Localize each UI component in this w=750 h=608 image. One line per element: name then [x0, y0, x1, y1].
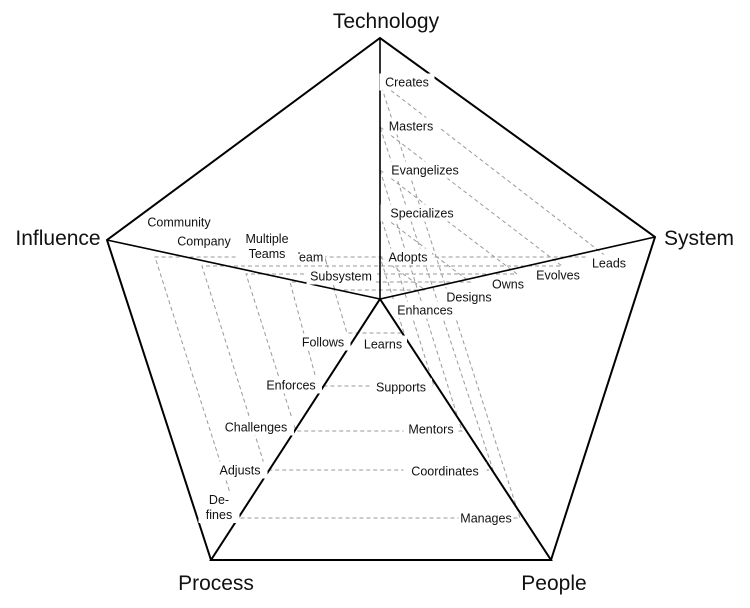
system-level-3-text: Owns	[492, 278, 524, 292]
process-level-5-text: De-fines	[206, 493, 232, 522]
influence-level-5-halo	[144, 213, 214, 231]
people-level-4-text: Coordinates	[411, 465, 478, 479]
process-level-3-label: Challenges	[218, 418, 294, 436]
system-level-3-halo	[491, 275, 525, 293]
system-level-2-text: Designs	[446, 291, 491, 305]
technology-level-2-halo	[380, 204, 464, 222]
technology-level-3-text: Evangelizes	[391, 164, 458, 178]
technology-level-4-label: Masters	[383, 117, 439, 135]
people-level-1-text: Learns	[364, 338, 402, 352]
system-level-4-label: Evolves	[530, 266, 586, 284]
technology-level-1-text: Adopts	[389, 251, 428, 265]
process-level-2-label: Enforces	[260, 376, 322, 394]
influence-level-4-label: Company	[176, 232, 232, 250]
system-level-3-label: Owns	[491, 275, 525, 293]
technology-level-5-halo	[379, 73, 435, 91]
technology-level-1-halo	[384, 248, 432, 266]
system-level-2-label: Designs	[441, 288, 497, 306]
people-level-3-label: Mentors	[403, 420, 459, 438]
people-level-5-label: Manages	[458, 509, 514, 527]
people-level-3-text: Mentors	[408, 423, 453, 437]
process-level-2-text: Enforces	[266, 379, 315, 393]
influence-level-5-text: Community	[147, 216, 211, 230]
technology-level-3-label: Evangelizes	[383, 161, 467, 179]
influence-level-4-halo	[176, 232, 232, 250]
people-level-5-text: Manages	[460, 512, 511, 526]
technology-level-2-label: Specializes	[380, 204, 464, 222]
process-level-5-label: De-fines	[198, 491, 240, 523]
influence-level-1-text: Subsystem	[310, 270, 372, 284]
level-ring-4	[201, 125, 564, 471]
people-level-2-halo	[370, 378, 432, 396]
people-level-1-halo	[359, 335, 407, 353]
influence-spoke	[106, 239, 381, 300]
process-level-4-halo	[212, 461, 268, 479]
people-level-2-text: Supports	[376, 381, 426, 395]
influence-level-2-halo	[291, 248, 325, 266]
axis-title-influence: Influence	[15, 227, 100, 250]
system-level-4-halo	[530, 266, 586, 284]
technology-level-1-label: Adopts	[384, 248, 432, 266]
influence-level-3-halo	[236, 230, 298, 262]
system-level-5-label: Leads	[588, 254, 630, 272]
system-level-1-halo	[394, 301, 456, 319]
process-level-2-halo	[260, 376, 322, 394]
people-process-triangle	[209, 297, 553, 561]
people-level-4-halo	[403, 462, 487, 480]
technology-level-4-halo	[383, 117, 439, 135]
system-level-1-text: Enhances	[397, 304, 453, 318]
influence-level-4-text: Company	[177, 235, 231, 249]
system-level-2-halo	[441, 288, 497, 306]
people-level-4-label: Coordinates	[403, 462, 487, 480]
influence-level-5-label: Community	[144, 213, 214, 231]
axis-title-technology: Technology	[333, 10, 440, 33]
people-level-2-label: Supports	[370, 378, 432, 396]
technology-level-5-text: Creates	[385, 76, 429, 90]
technology-level-2-text: Specializes	[390, 207, 453, 221]
people-level-5-halo	[458, 509, 514, 527]
process-level-5-halo	[198, 491, 240, 523]
technology-level-3-halo	[383, 161, 467, 179]
process-level-1-label: Follows	[295, 333, 351, 351]
process-level-3-text: Challenges	[225, 421, 288, 435]
system-level-1-label: Enhances	[394, 301, 456, 319]
people-level-3-halo	[403, 420, 459, 438]
technology-level-5-label: Creates	[379, 73, 435, 91]
people-level-1-label: Learns	[359, 335, 407, 353]
influence-level-1-halo	[306, 267, 376, 285]
influence-level-2-label: Team	[291, 248, 325, 266]
process-level-4-label: Adjusts	[212, 461, 268, 479]
axis-title-process: Process	[178, 572, 254, 595]
influence-level-2-text: Team	[293, 251, 324, 265]
level-labels: Adopts Specializes Evangelizes Masters Creat…	[144, 73, 630, 527]
technology-level-4-text: Masters	[389, 120, 433, 134]
process-level-3-halo	[218, 418, 294, 436]
system-spoke	[379, 236, 656, 300]
influence-level-1-label: Subsystem	[306, 267, 376, 285]
system-level-4-text: Evolves	[536, 269, 580, 283]
process-level-4-text: Adjusts	[220, 464, 261, 478]
process-level-1-halo	[295, 333, 351, 351]
process-level-1-text: Follows	[302, 336, 344, 350]
axis-title-system: System	[664, 227, 734, 250]
system-level-5-text: Leads	[592, 257, 626, 271]
system-level-5-halo	[588, 254, 630, 272]
level-ring-5	[154, 80, 609, 519]
axis-title-people: People	[521, 572, 586, 595]
